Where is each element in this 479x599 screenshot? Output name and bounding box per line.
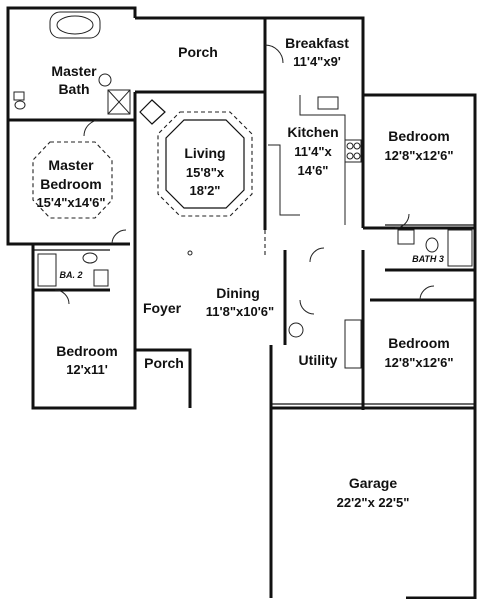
dining-size: 11'8"x10'6" [206,304,274,319]
living-size-line2: 18'2" [190,183,221,198]
breakfast-size: 11'4"x9' [293,54,341,69]
kitchen-size-line1: 11'4"x [294,144,332,159]
bedroom-sw-size: 12'x11' [66,362,108,377]
bedroom-ne-label: Bedroom [388,128,449,144]
utility-label: Utility [299,352,338,368]
master-bath-label-line2: Bath [58,81,89,97]
living-label: Living [184,145,225,161]
fixtures [13,11,473,369]
bath3-label: BATH 3 [412,254,444,264]
kitchen-size-line2: 14'6" [298,163,329,178]
bedroom-ne-size: 12'8"x12'6" [384,148,453,163]
master-bedroom-size: 15'4"x14'6" [36,195,105,210]
bedroom-se-size: 12'8"x12'6" [384,355,453,370]
interior-walls [8,92,475,410]
master-bath-label-line1: Master [51,63,97,79]
bath2-label: BA. 2 [59,270,82,280]
porch-top-label: Porch [178,44,218,60]
master-bedroom-label-line2: Bedroom [40,176,101,192]
breakfast-label: Breakfast [285,35,349,51]
bedroom-se-label: Bedroom [388,335,449,351]
room-labels: Master Bath Porch Breakfast 11'4"x9' Mas… [36,35,453,510]
garage-size: 22'2"x 22'5" [337,495,410,510]
bedroom-sw-label: Bedroom [56,343,117,359]
garage-label: Garage [349,475,397,491]
porch-front-label: Porch [144,355,184,371]
living-size-line1: 15'8"x [186,165,225,180]
master-bedroom-label-line1: Master [48,157,94,173]
foyer-label: Foyer [143,300,182,316]
dining-label: Dining [216,285,260,301]
kitchen-label: Kitchen [287,124,338,140]
